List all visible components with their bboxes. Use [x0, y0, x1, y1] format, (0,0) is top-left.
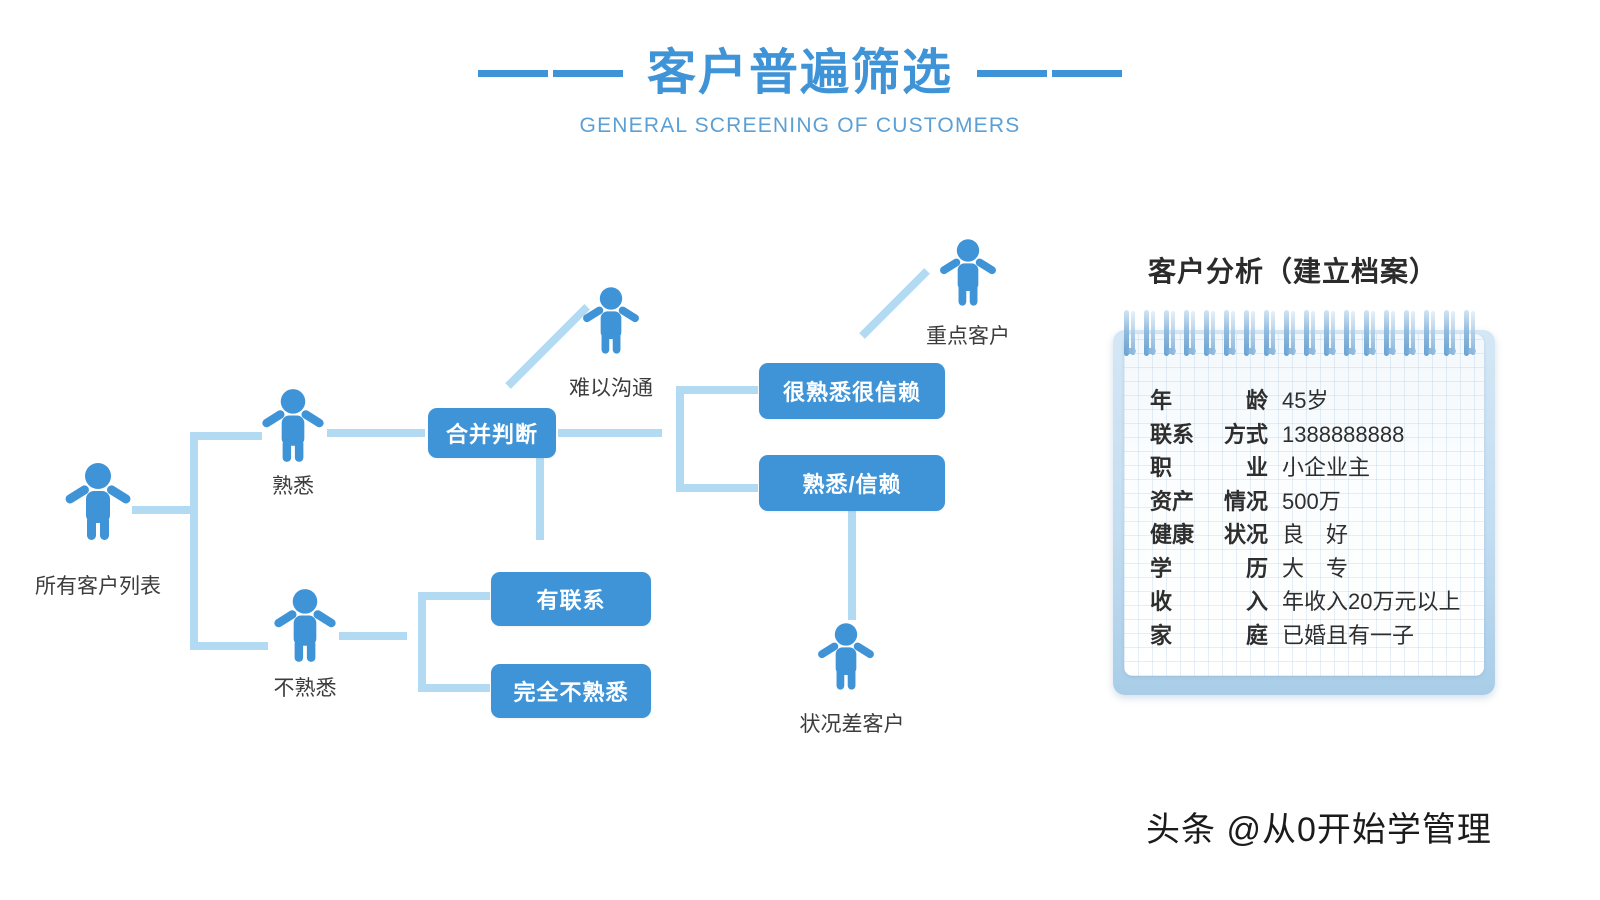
- profile-field-value: 小企业主: [1282, 455, 1371, 480]
- profile-field-row: 收入年收入20万元以上: [1150, 584, 1480, 618]
- spiral-coil: [1344, 310, 1357, 356]
- spiral-coil: [1404, 310, 1417, 356]
- profile-field-value: 1388888888: [1282, 421, 1405, 447]
- profile-field-row: 健康状况良 好: [1150, 517, 1480, 551]
- connector-branch-unfamiliar: [190, 642, 268, 650]
- person-icon-key-customer: [937, 238, 999, 306]
- title-subtitle-text: GENERAL SCREENING OF CUSTOMERS: [579, 114, 1021, 137]
- spiral-coil: [1444, 310, 1457, 356]
- profile-field-row: 学历大 专: [1150, 551, 1480, 585]
- profile-field-value: 年收入20万元以上: [1282, 589, 1461, 614]
- connector-branch-familiar: [190, 432, 262, 440]
- profile-field-row: 年龄 45岁: [1150, 383, 1480, 417]
- connector-familiar-to-merge: [327, 429, 425, 437]
- profile-field-value: 大 专: [1282, 555, 1349, 581]
- person-icon-hard-to-communicate: [580, 286, 642, 354]
- profile-field-key: 健康状况: [1150, 522, 1268, 547]
- spiral-coil: [1384, 310, 1397, 356]
- label-unfamiliar: 不熟悉: [273, 677, 337, 700]
- person-icon-unfamiliar: [271, 588, 339, 662]
- label-familiar: 熟悉: [272, 475, 314, 498]
- profile-panel-title: 客户分析（建立档案）: [1148, 256, 1439, 287]
- watermark: 头条 @从0开始学管理: [1146, 811, 1492, 849]
- connector-bracket-lower-bottom: [418, 684, 490, 692]
- label-all-customers: 所有客户列表: [35, 575, 161, 598]
- connector-bracket-right-top: [676, 386, 758, 394]
- label-hard-to-communicate: 难以沟通: [569, 377, 653, 400]
- notepad-page: [1124, 334, 1484, 676]
- box-merge-judgement[interactable]: 合并判断: [428, 408, 556, 458]
- person-icon-familiar: [259, 388, 327, 462]
- profile-field-row: 家庭已婚且有一子: [1150, 618, 1480, 652]
- spiral-coil: [1144, 310, 1157, 356]
- spiral-coil: [1244, 310, 1257, 356]
- label-key-customer: 重点客户: [926, 325, 1010, 348]
- spiral-coil: [1264, 310, 1277, 356]
- spiral-coil: [1224, 310, 1237, 356]
- connector-root-stub: [132, 506, 198, 514]
- spiral-coil: [1324, 310, 1337, 356]
- profile-field-key: 资产情况: [1150, 488, 1268, 514]
- spiral-coil: [1204, 310, 1217, 356]
- connector-merge-right: [558, 429, 662, 437]
- profile-field-key: 年龄: [1150, 388, 1268, 413]
- profile-field-key: 家庭: [1150, 622, 1268, 648]
- profile-field-key: 收入: [1150, 589, 1268, 614]
- page-title: 客户普遍筛选 GENERAL SCREENING OF CUSTOMERS: [0, 42, 1600, 138]
- spiral-coil: [1304, 310, 1317, 356]
- title-main-text: 客户普遍筛选: [646, 46, 953, 100]
- spiral-coil: [1364, 310, 1377, 356]
- connector-bracket-lower-spine: [418, 592, 426, 692]
- label-poor-condition-customer: 状况差客户: [799, 713, 905, 736]
- title-rule-left: [477, 69, 623, 77]
- profile-field-row: 联系方式 1388888888: [1150, 417, 1480, 451]
- spiral-coil: [1284, 310, 1297, 356]
- connector-bracket-right-spine: [676, 386, 684, 492]
- profile-field-value: 良 好: [1282, 522, 1349, 547]
- profile-notepad: [1113, 330, 1495, 695]
- connector-to-poor-customer: [848, 508, 856, 620]
- box-very-familiar-trusted[interactable]: 很熟悉很信赖: [759, 363, 945, 419]
- profile-field-row: 职业小企业主: [1150, 450, 1480, 484]
- profile-field-key: 职业: [1150, 455, 1268, 480]
- profile-field-value: 已婚且有一子: [1282, 622, 1415, 648]
- spiral-coil: [1124, 310, 1137, 356]
- spiral-coil: [1164, 310, 1177, 356]
- profile-field-key: 联系方式: [1150, 421, 1268, 447]
- title-rule-right: [977, 69, 1122, 77]
- profile-field-row: 资产情况 500万: [1150, 484, 1480, 518]
- profile-field-value: 45岁: [1282, 388, 1329, 413]
- connector-unfamiliar-right: [339, 632, 407, 640]
- profile-field-key: 学历: [1150, 555, 1268, 581]
- spiral-coil: [1464, 310, 1477, 356]
- connector-bracket-right-bottom: [676, 484, 758, 492]
- box-has-contact[interactable]: 有联系: [491, 572, 651, 626]
- person-icon-all-customers: [62, 462, 134, 540]
- notepad-spiral-binding: [1124, 310, 1484, 356]
- spiral-coil: [1424, 310, 1437, 356]
- person-icon-poor-condition-customer: [815, 622, 877, 690]
- connector-bracket-lower-top: [418, 592, 490, 600]
- spiral-coil: [1184, 310, 1197, 356]
- box-familiar-trusted[interactable]: 熟悉/信赖: [759, 455, 945, 511]
- box-totally-unfamiliar[interactable]: 完全不熟悉: [491, 664, 651, 718]
- connector-merge-down: [536, 458, 544, 540]
- profile-field-value: 500万: [1282, 488, 1341, 514]
- connector-split-spine: [190, 432, 198, 650]
